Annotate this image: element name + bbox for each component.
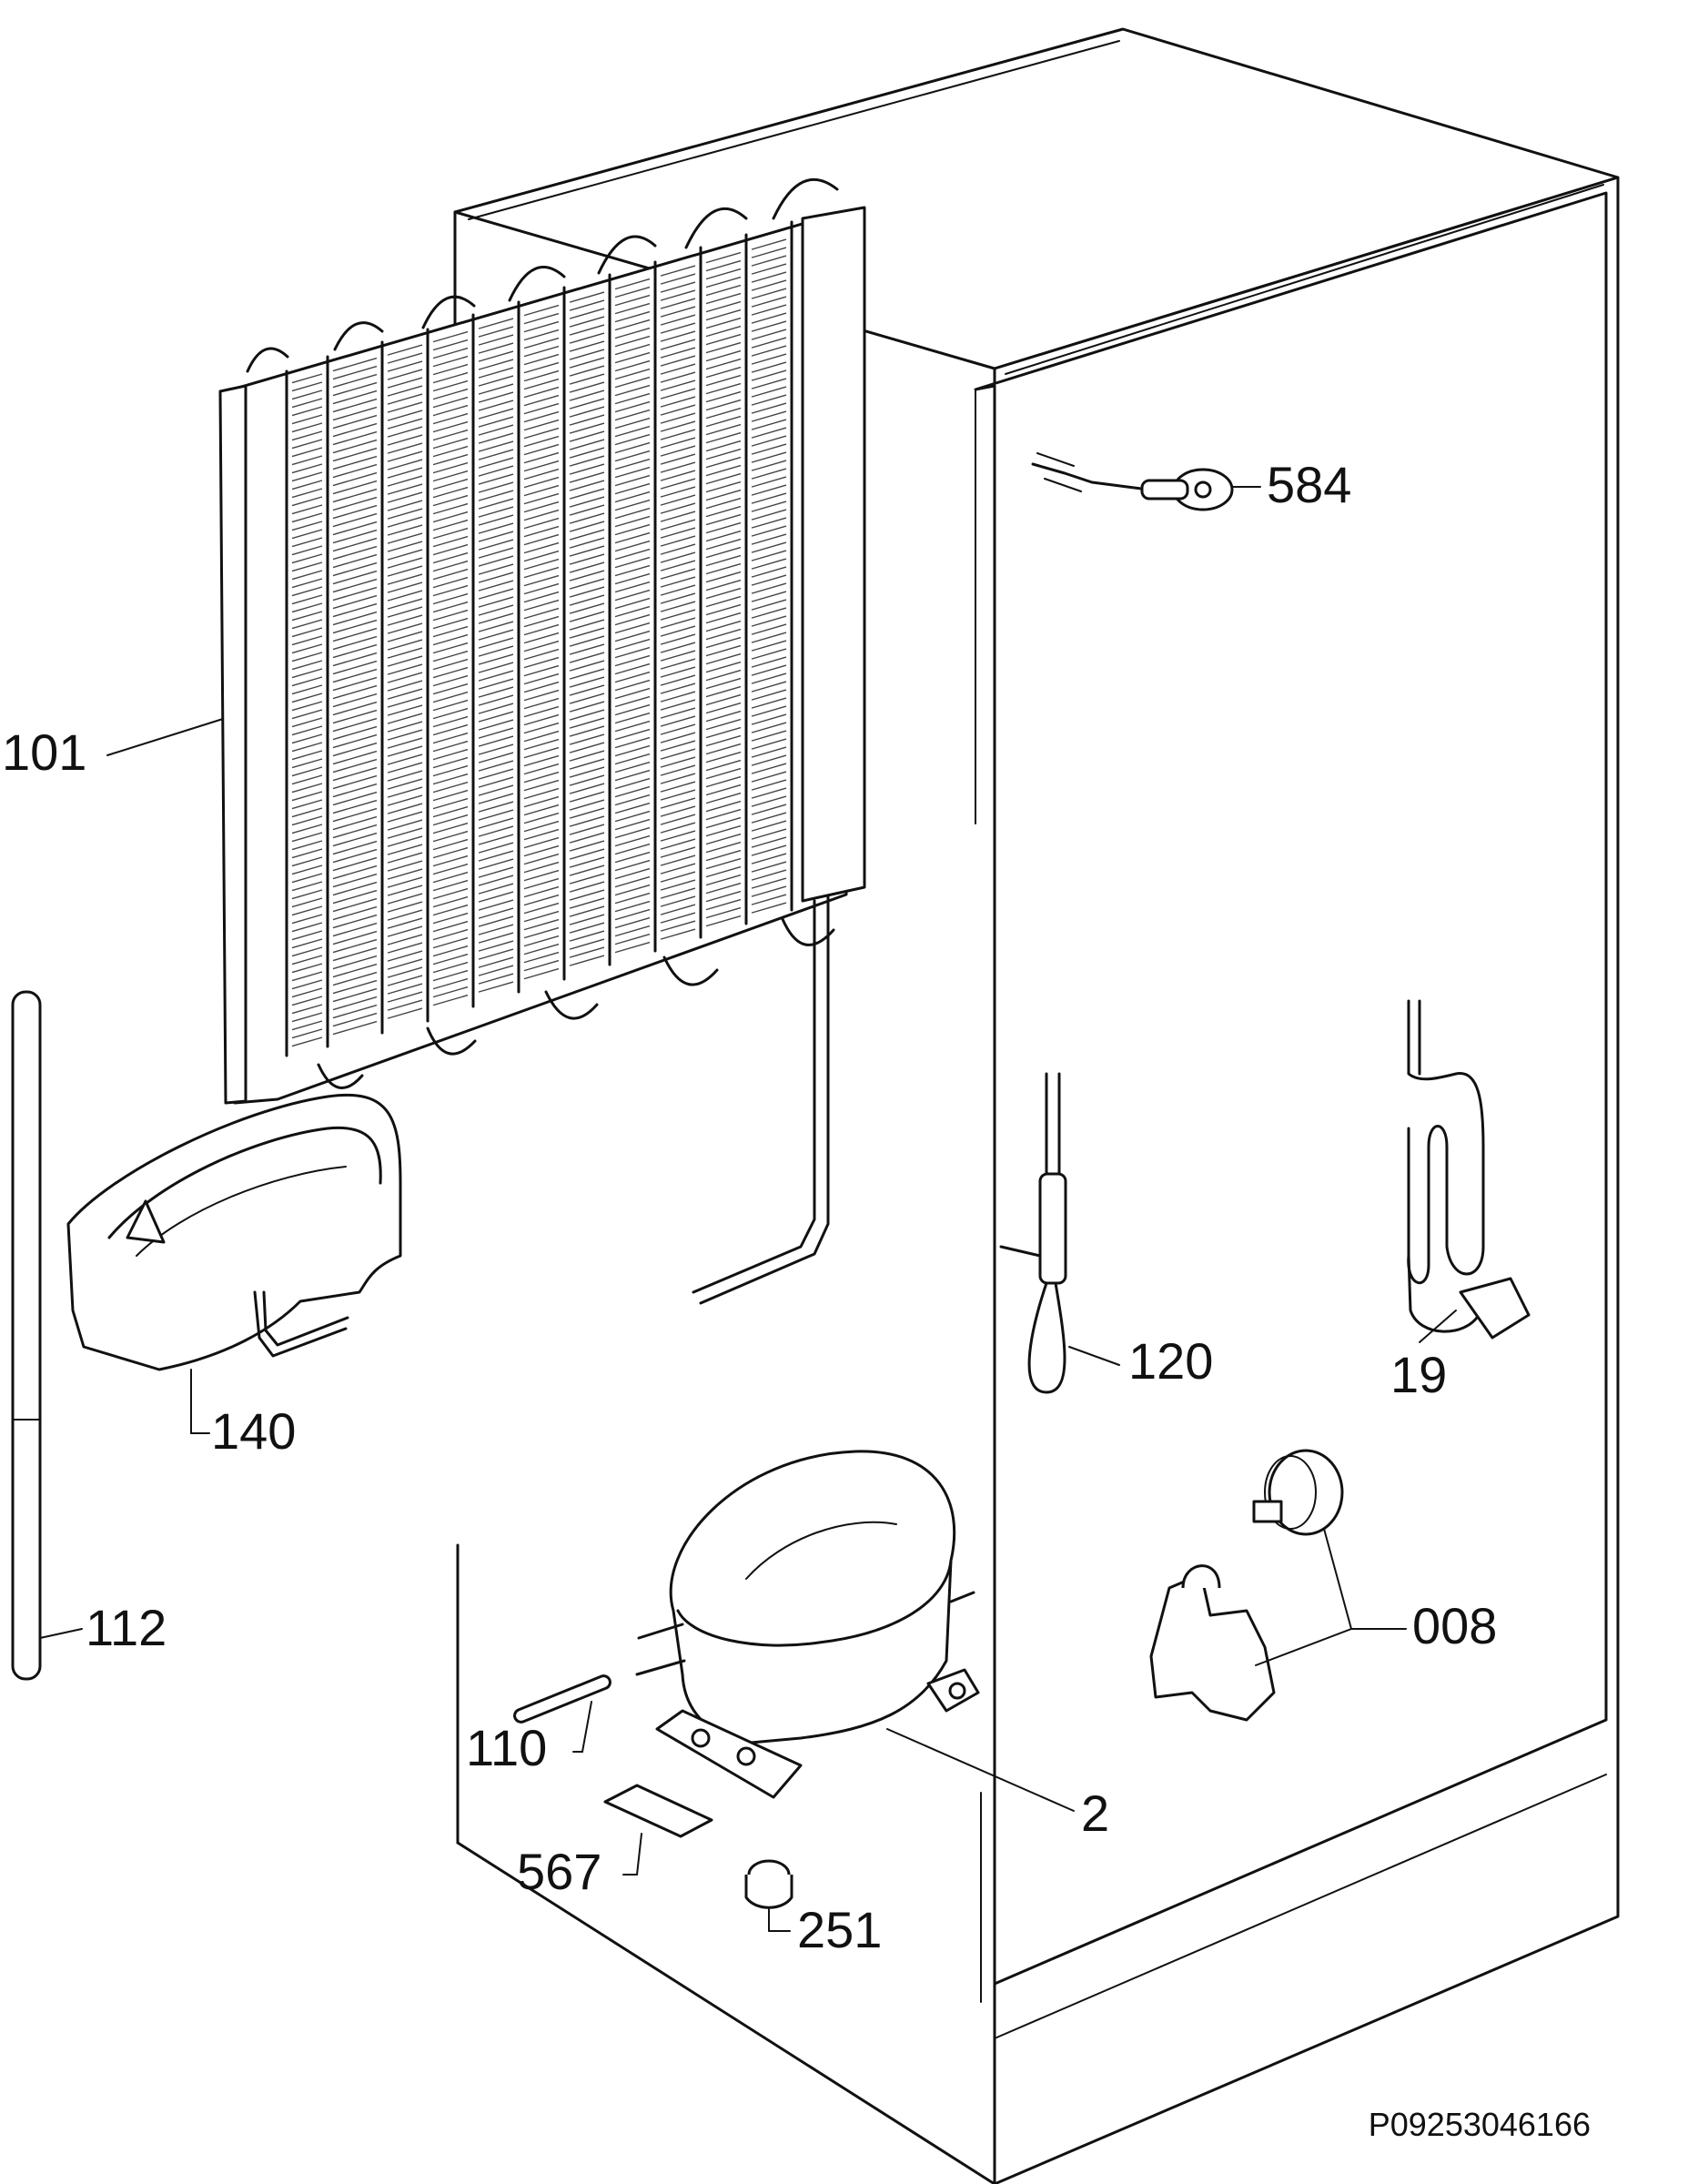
cabinet-bottom-edge [456, 1841, 996, 2184]
sensor-584 [1031, 452, 1234, 511]
grommet-251 [744, 1859, 793, 1932]
leader-101 [106, 718, 224, 756]
callout-101: 101 [2, 723, 86, 781]
callout-567: 567 [517, 1843, 601, 1900]
relay-008 [1149, 1449, 1407, 1722]
heater-19 [1407, 999, 1531, 1343]
callout-19: 19 [1390, 1346, 1447, 1403]
condenser-fins [291, 238, 787, 1047]
callout-112: 112 [86, 1599, 167, 1656]
callout-251: 251 [797, 1901, 882, 1958]
tube-110 [513, 1674, 611, 1753]
condenser-101 [218, 177, 866, 1305]
capillary-120 [999, 1072, 1120, 1394]
callout-120: 120 [1128, 1332, 1213, 1390]
cabinet-door [974, 191, 1608, 1986]
drip-tray-140 [66, 1093, 402, 1434]
callout-584: 584 [1267, 456, 1351, 513]
callout-008: 008 [1412, 1597, 1497, 1654]
plate-567 [603, 1784, 713, 1876]
callout-110: 110 [466, 1719, 547, 1776]
compressor-2 [635, 1450, 1075, 1812]
refrigerator-cabinet [453, 27, 1620, 2184]
callout-2: 2 [1081, 1785, 1109, 1842]
callout-140: 140 [211, 1402, 296, 1460]
tube-112 [11, 990, 83, 1681]
diagram-reference-code: P09253046166 [1369, 2106, 1591, 2143]
